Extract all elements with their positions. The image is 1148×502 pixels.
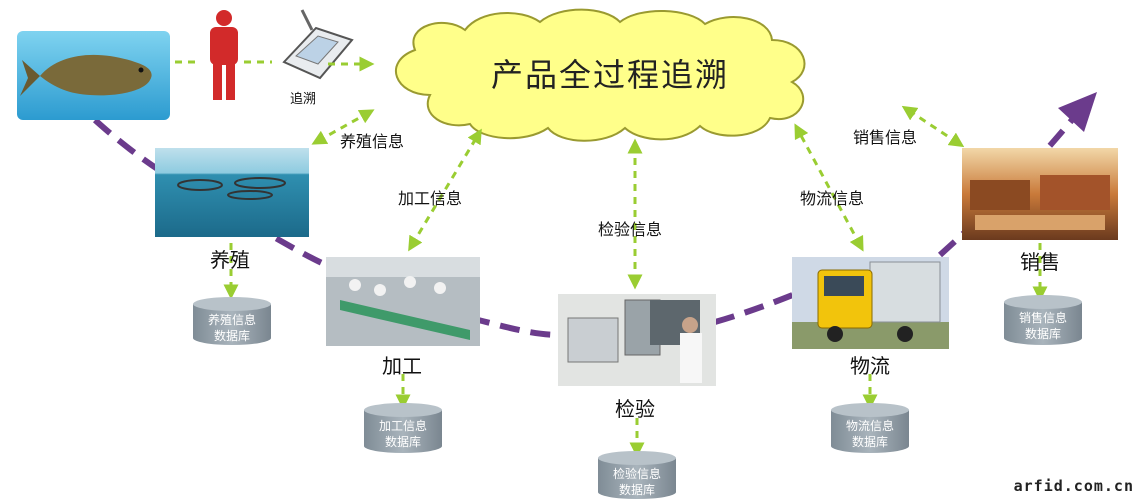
traceability-cloud [395, 8, 806, 142]
inspection-lab-image [558, 294, 716, 386]
db-logistics-line2: 数据库 [851, 435, 888, 449]
db-logistics-line1: 物流信息 [845, 419, 894, 433]
flow-arrowhead [1058, 92, 1097, 132]
db-sales: 销售信息 数据库 [1004, 300, 1082, 346]
db-sales-line2: 数据库 [1024, 327, 1061, 341]
arrow-logistics-info [794, 123, 864, 252]
cloud-title: 产品全过程追溯 [490, 56, 729, 94]
supermarket-image [962, 148, 1118, 240]
arrow-processing-info [408, 128, 482, 252]
db-breeding-line1: 养殖信息 [207, 313, 256, 327]
person-icon [210, 10, 238, 100]
arrow-breeding-info [311, 109, 375, 145]
stage-label-sales: 销售 [1020, 250, 1060, 274]
db-breeding-line2: 数据库 [213, 329, 250, 343]
trace-label: 追溯 [290, 92, 317, 107]
db-processing-line1: 加工信息 [378, 419, 427, 433]
logistics-info-label: 物流信息 [800, 189, 865, 208]
watermark: arfid.com.cn [1013, 477, 1134, 495]
db-breeding: 养殖信息 数据库 [193, 302, 271, 348]
db-processing-line2: 数据库 [384, 435, 421, 449]
stage-label-processing: 加工 [382, 354, 422, 378]
fish-farm-image [155, 148, 309, 237]
stage-label-logistics: 物流 [850, 354, 890, 378]
db-processing: 加工信息 数据库 [364, 408, 442, 454]
db-inspection-line1: 检验信息 [612, 467, 661, 481]
inspection-info-label: 检验信息 [598, 220, 663, 239]
rfid-reader-icon [282, 9, 354, 80]
sales-info-label: 销售信息 [853, 128, 918, 147]
breeding-info-label: 养殖信息 [340, 132, 405, 151]
processing-line-image [326, 257, 480, 346]
db-sales-line1: 销售信息 [1018, 311, 1067, 325]
db-logistics: 物流信息 数据库 [831, 408, 909, 454]
stage-label-breeding: 养殖 [210, 248, 250, 272]
db-shapes [193, 295, 1082, 499]
stage-label-inspection: 检验 [615, 397, 655, 421]
processing-info-label: 加工信息 [398, 189, 463, 208]
fish-image [17, 31, 170, 120]
logistics-truck-image [792, 257, 949, 349]
db-inspection-line2: 数据库 [618, 483, 655, 497]
arrow-sales-info [901, 105, 965, 148]
db-inspection: 检验信息 数据库 [598, 456, 676, 502]
